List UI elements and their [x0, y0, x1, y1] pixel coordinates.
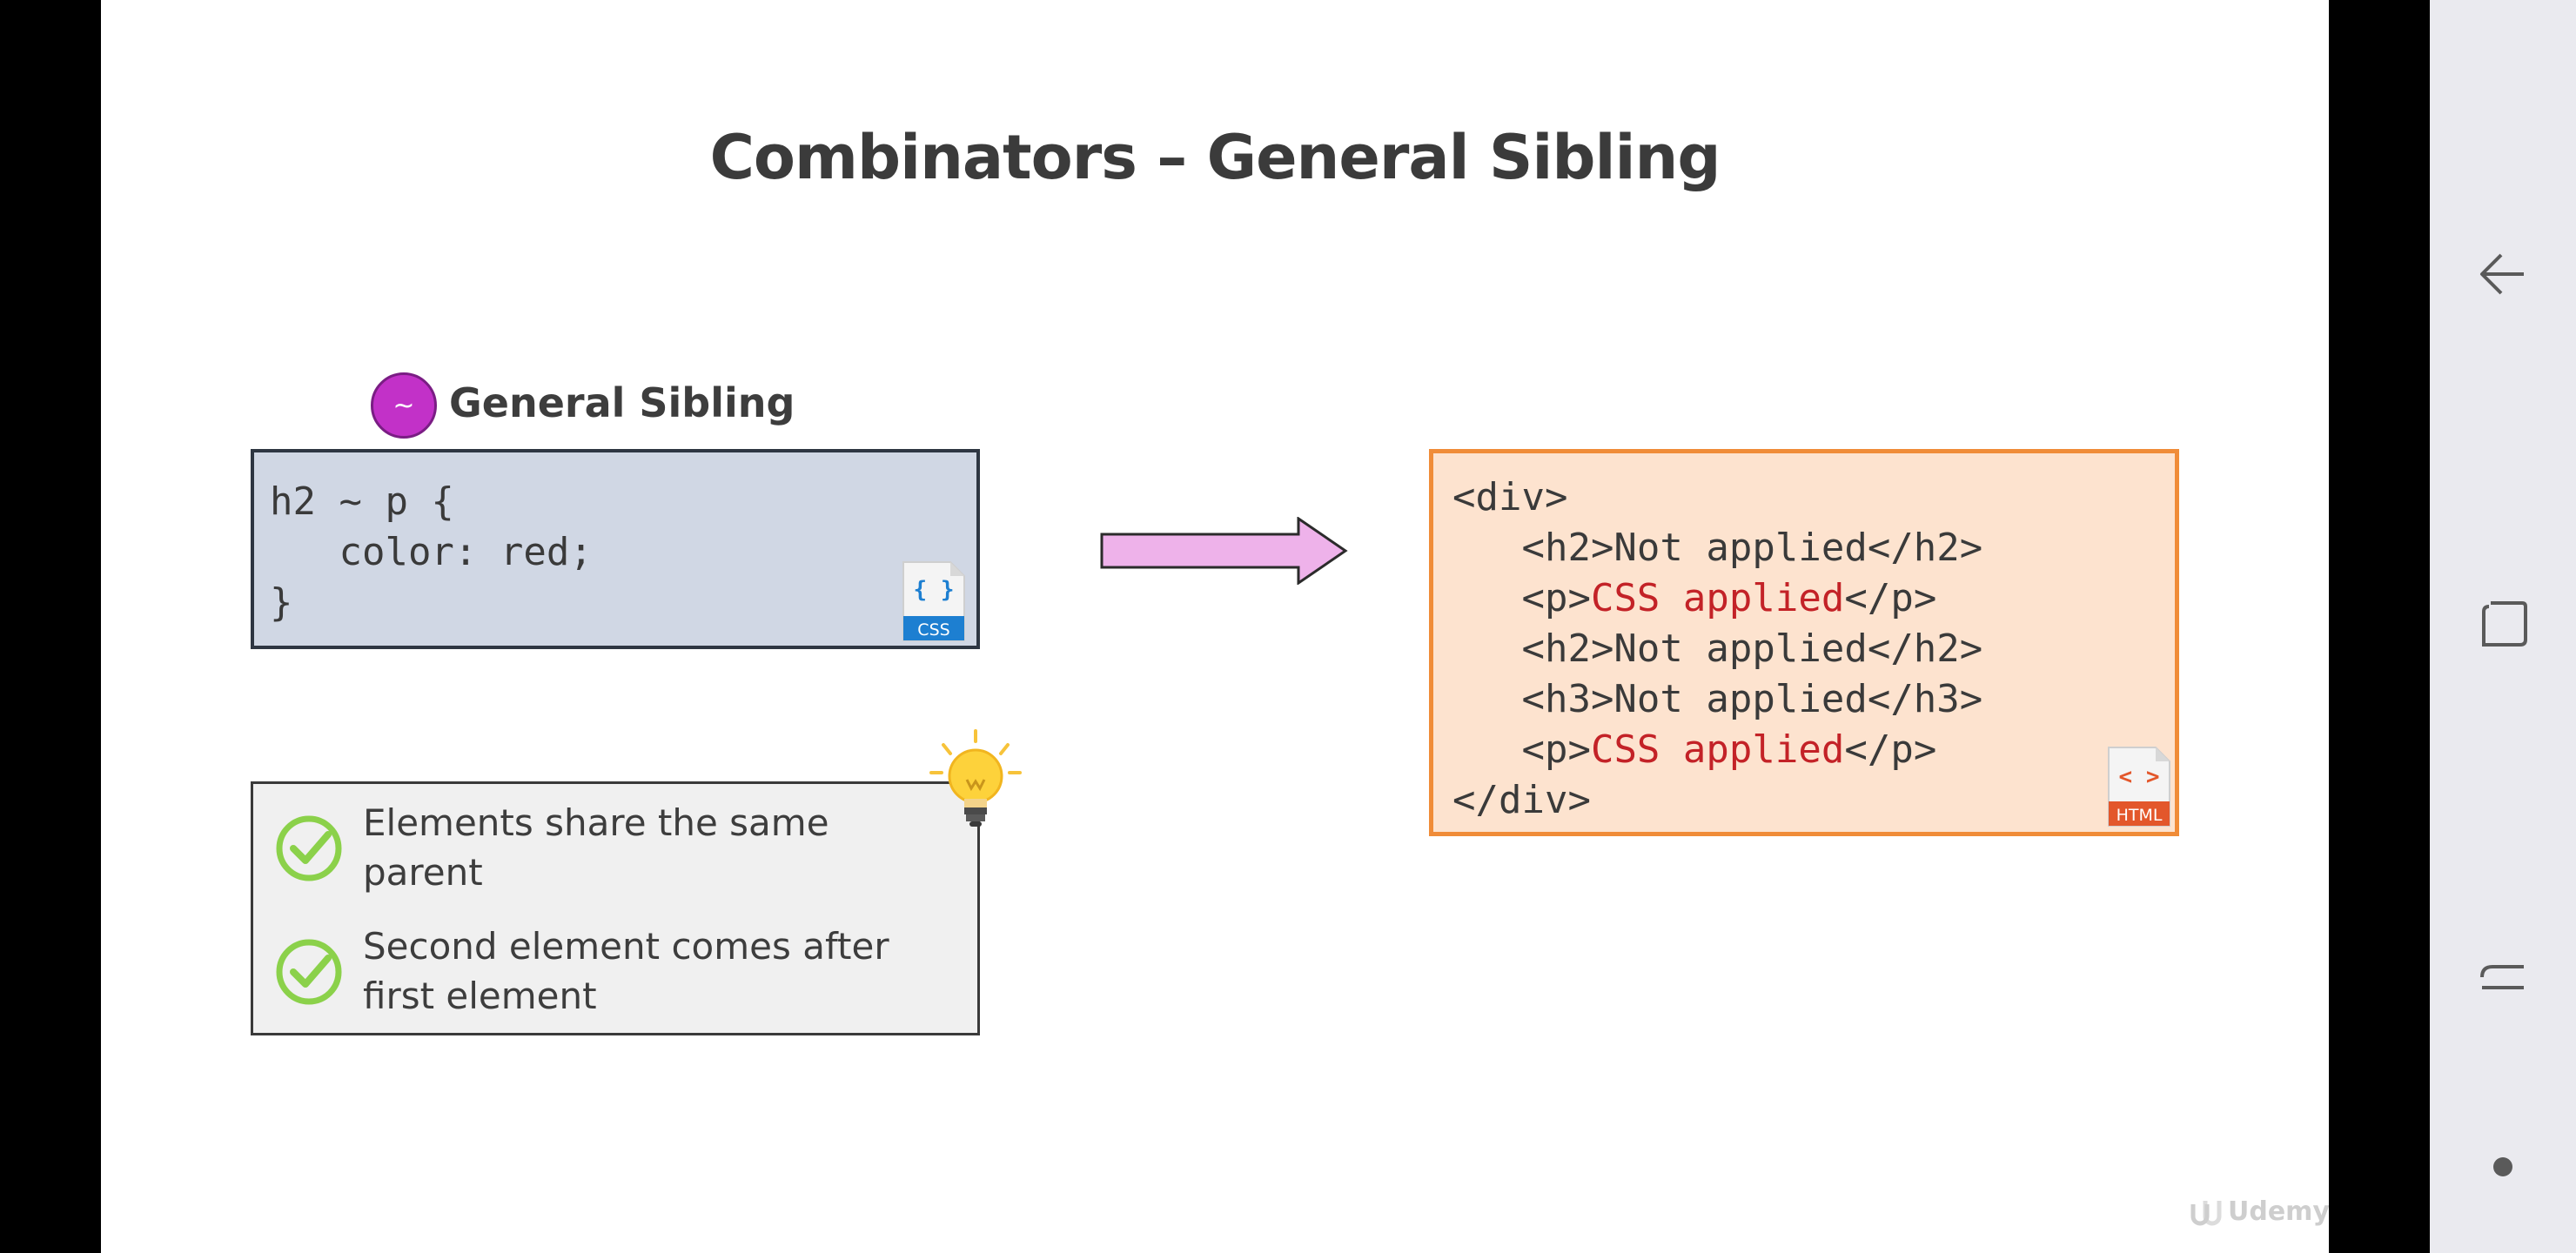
android-nav-bar — [2430, 0, 2576, 1253]
css-line-3: } — [270, 580, 293, 625]
tip-text: Second element comes after first element — [363, 925, 889, 1017]
udemy-watermark: Udemy — [2188, 1194, 2330, 1229]
udemy-logo-icon — [2190, 1201, 2222, 1226]
back-arrow-icon — [2480, 253, 2524, 295]
watermark-text: Udemy — [2228, 1196, 2330, 1227]
html-line: </div> — [1452, 778, 1591, 822]
tilde-symbol: ~ — [392, 390, 415, 421]
css-applied-text: CSS applied — [1590, 576, 1845, 620]
tips-box: Elements share the same parent Second el… — [251, 781, 980, 1035]
badge-label: General Sibling — [449, 379, 795, 426]
dot-icon — [2493, 1157, 2512, 1176]
css-icon-label: CSS — [917, 620, 949, 640]
nav-dot[interactable] — [2430, 1128, 2576, 1206]
letterbox — [2329, 0, 2430, 1253]
html-line: <p>CSS applied</p> — [1452, 576, 1937, 620]
back-button[interactable] — [2430, 235, 2576, 313]
slide: Combinators – General Sibling ~ General … — [101, 0, 2330, 1253]
general-sibling-badge: ~ — [371, 372, 437, 439]
lightbulb-icon — [929, 729, 1022, 827]
check-circle-icon — [276, 815, 342, 881]
tip-item: Second element comes after first element — [274, 921, 937, 1021]
check-circle-icon — [276, 939, 342, 1005]
home-button[interactable] — [2430, 938, 2576, 1016]
css-line-2: color: red; — [270, 530, 593, 574]
css-code: h2 ~ p { color: red;} — [270, 477, 593, 628]
html-icon-glyph: < > — [2119, 764, 2160, 790]
right-arrow-icon — [1100, 517, 1348, 585]
html-code-box: <div> <h2>Not applied</h2> <p>CSS applie… — [1429, 449, 2179, 836]
recents-button[interactable] — [2430, 585, 2576, 663]
css-icon-glyph: { } — [914, 577, 955, 603]
css-code-box: h2 ~ p { color: red;} { } CSS — [251, 449, 980, 649]
home-icon — [2480, 965, 2524, 989]
html-icon-label: HTML — [2116, 806, 2163, 825]
tip-text: Elements share the same parent — [363, 801, 829, 894]
recents-icon — [2482, 601, 2527, 647]
css-file-icon: { } CSS — [900, 559, 968, 644]
tip-item: Elements share the same parent — [274, 798, 937, 897]
css-applied-text: CSS applied — [1590, 727, 1845, 772]
html-code: <div> <h2>Not applied</h2> <p>CSS applie… — [1452, 472, 1982, 826]
html-line: <h3>Not applied</h3> — [1452, 677, 1983, 721]
html-line: <h2>Not applied</h2> — [1452, 526, 1983, 570]
html-file-icon: < > HTML — [2105, 744, 2173, 829]
html-line: <h2>Not applied</h2> — [1452, 626, 1983, 671]
html-line: <p>CSS applied</p> — [1452, 727, 1937, 772]
slide-title: Combinators – General Sibling — [709, 122, 1721, 193]
css-line-1: h2 ~ p { — [270, 479, 454, 524]
html-line: <div> — [1452, 475, 1568, 519]
